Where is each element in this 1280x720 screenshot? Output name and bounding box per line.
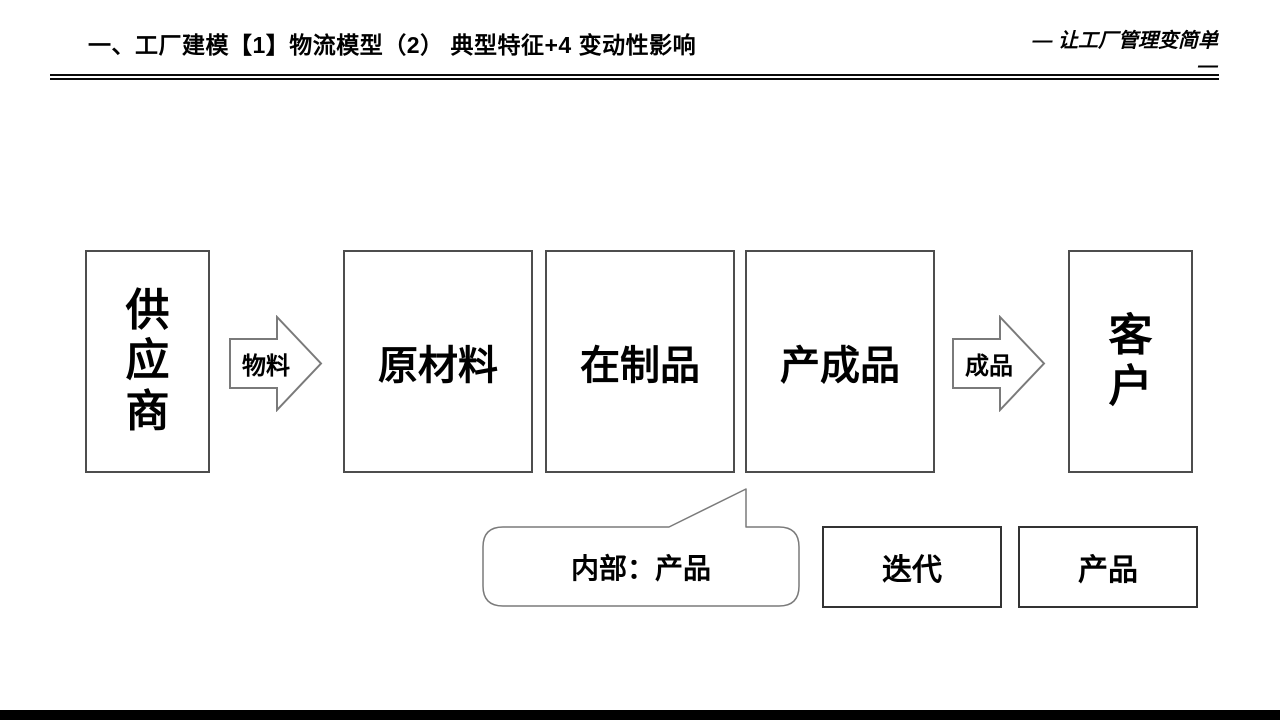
customer-label: 客户 xyxy=(1108,311,1153,411)
flow-box-customer: 客户 xyxy=(1068,250,1193,473)
iteration-box: 迭代 xyxy=(822,526,1002,608)
raw-material-label: 原材料 xyxy=(378,343,498,388)
right-block-arrow-icon xyxy=(952,315,1046,412)
finished-flow-arrow: 成品 xyxy=(952,315,1046,412)
flow-box-raw-material: 原材料 xyxy=(343,250,533,473)
internal-product-callout: 内部：产品 xyxy=(482,485,802,610)
material-arrow-label: 物料 xyxy=(242,353,290,380)
speech-bubble-shape xyxy=(482,488,800,607)
material-flow-arrow: 物料 xyxy=(229,315,323,412)
product-label: 产品 xyxy=(1078,554,1138,587)
supplier-label: 供应商 xyxy=(125,286,170,436)
work-in-process-label: 在制品 xyxy=(580,343,700,388)
slogan-line-2: — xyxy=(1198,55,1218,77)
slide-title: 一、工厂建模【1】物流模型（2） 典型特征+4 变动性影响 xyxy=(88,32,697,58)
flow-box-supplier: 供应商 xyxy=(85,250,210,473)
callout-label: 内部：产品 xyxy=(570,553,711,584)
iteration-label: 迭代 xyxy=(882,554,942,587)
right-block-arrow-icon xyxy=(229,315,323,412)
slogan-line-1: — 让工厂管理变简单 xyxy=(1032,30,1218,52)
product-box: 产品 xyxy=(1018,526,1198,608)
flow-box-finished-goods: 产成品 xyxy=(745,250,935,473)
finished-goods-label: 产成品 xyxy=(780,343,900,388)
header-double-rule xyxy=(50,74,1219,80)
finished-arrow-label: 成品 xyxy=(965,353,1013,380)
flow-box-work-in-process: 在制品 xyxy=(545,250,735,473)
bottom-black-bar xyxy=(0,710,1280,720)
